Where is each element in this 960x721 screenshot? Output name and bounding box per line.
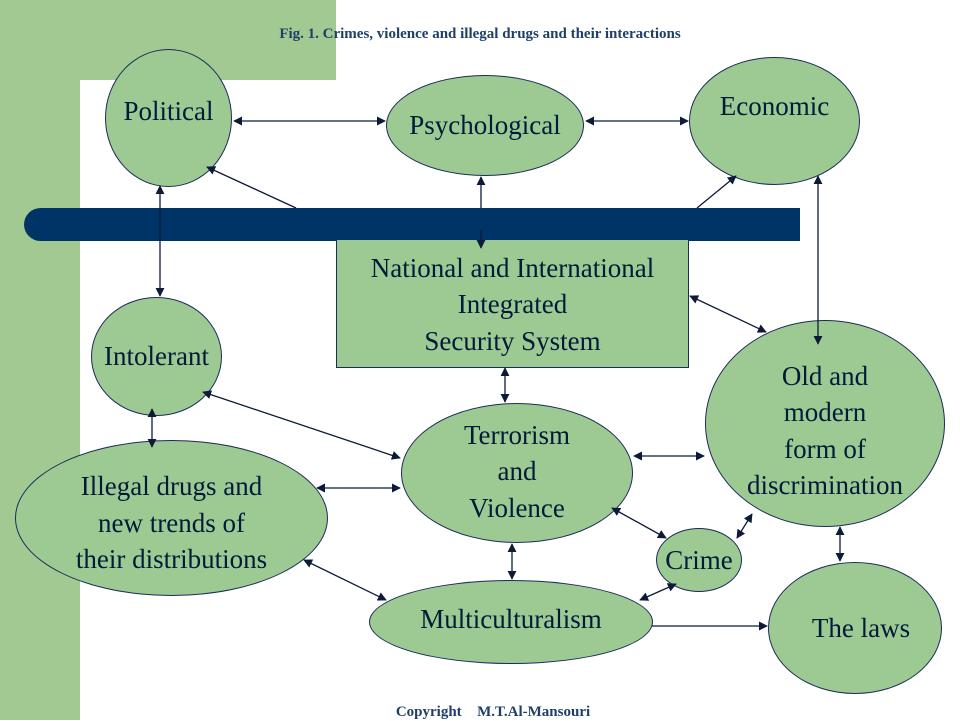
node-terrorism-violence-label: Terrorism and Violence xyxy=(463,419,571,523)
arrow-bar-political xyxy=(206,166,297,209)
node-intolerant-label: Intolerant xyxy=(104,341,209,372)
node-psychological-label: Psychological xyxy=(409,110,561,141)
node-crime-label: Crime xyxy=(665,544,733,575)
node-discrimination: Old and modern form of discrimination xyxy=(705,320,945,527)
background-band-left xyxy=(0,0,80,720)
arrow-bar-economic xyxy=(696,175,737,209)
node-security-system: National and International Integrated Se… xyxy=(336,240,689,368)
node-illegal-drugs: Illegal drugs and new trends of their di… xyxy=(15,440,328,596)
node-economic: Economic xyxy=(689,57,860,185)
node-crime: Crime xyxy=(656,528,742,592)
node-psychological: Psychological xyxy=(386,75,584,176)
arrow-crime-discrimination xyxy=(736,513,753,539)
node-security-system-label: National and International Integrated Se… xyxy=(370,253,655,356)
node-illegal-drugs-label: Illegal drugs and new trends of their di… xyxy=(75,471,268,575)
node-the-laws: The laws xyxy=(768,562,942,694)
node-multiculturalism-label: Multiculturalism xyxy=(420,603,602,634)
copyright-footer: Copyright  M.T.Al-Mansouri xyxy=(395,704,591,720)
node-multiculturalism: Multiculturalism xyxy=(369,580,653,664)
figure-caption: Fig. 1. Crimes, violence and illegal dru… xyxy=(279,26,681,42)
arrow-multiculturalism-crime xyxy=(639,583,677,601)
arrow-intolerant-terrorism xyxy=(202,390,401,460)
node-intolerant: Intolerant xyxy=(91,297,222,416)
node-discrimination-label: Old and modern form of discrimination xyxy=(747,360,903,500)
node-political-label: Political xyxy=(123,95,214,126)
node-economic-label: Economic xyxy=(719,90,830,121)
node-political: Political xyxy=(105,49,232,187)
arrow-security-discrimination xyxy=(689,295,767,333)
header-bar xyxy=(24,208,800,241)
node-the-laws-label: The laws xyxy=(811,612,911,643)
arrow-drugs-multiculturalism xyxy=(303,559,387,601)
arrow-terrorism-crime xyxy=(611,507,667,539)
node-terrorism-violence: Terrorism and Violence xyxy=(401,403,633,543)
